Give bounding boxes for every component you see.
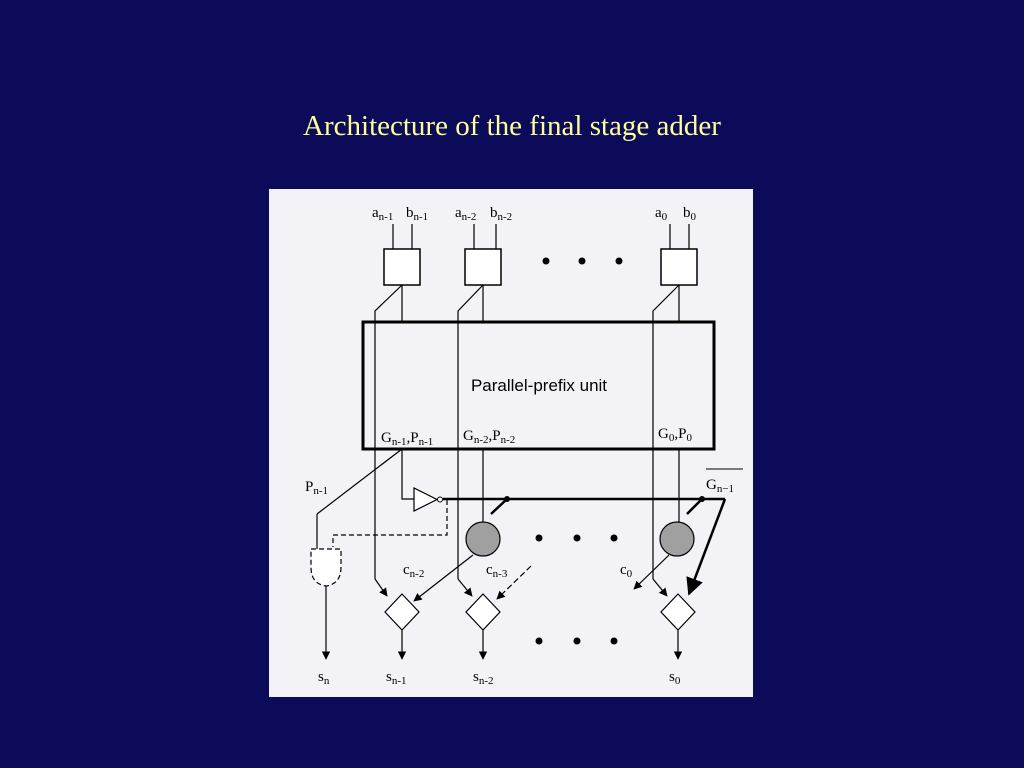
preprocess-wires [374, 284, 680, 579]
sum-cell-n-1 [384, 593, 420, 631]
inverter-gate [413, 487, 439, 512]
p-n-1-label: Pn-1 [305, 479, 328, 497]
carry-wires [374, 554, 670, 602]
preprocess-cell-0 [660, 248, 698, 286]
preprocess-cell-n-2 [464, 248, 502, 286]
input-label-b-n-1: bn-1 [406, 205, 428, 223]
prefix-output-wires [316, 448, 680, 549]
input-label-a-n-1: an-1 [372, 205, 393, 223]
g-bar-bus [443, 497, 727, 596]
input-label-a-n-2: an-2 [455, 205, 476, 223]
parallel-prefix-label: Parallel-prefix unit [471, 376, 607, 395]
gp-label-0: G0,P0 [658, 426, 692, 444]
sum-label-n-2: sn-2 [473, 669, 494, 687]
g-bar-label: Gn−1 [706, 477, 734, 495]
input-label-b-n-2: bn-2 [490, 205, 512, 223]
gp-label-n-2: Gn-2,Pn-2 [463, 428, 515, 446]
input-label-a-0: a0 [655, 205, 668, 223]
sum-label-0: s0 [669, 669, 681, 687]
adder-diagram: an-1 bn-1 an-2 bn-2 a0 b0 Parallel-prefi… [269, 189, 753, 697]
carry-label-n-3: cn-3 [486, 562, 508, 580]
gp-label-n-1: Gn-1,Pn-1 [381, 430, 433, 448]
ellipsis-bottom [535, 637, 618, 645]
sum-label-n-1: sn-1 [386, 669, 407, 687]
slide-title: Architecture of the final stage adder [303, 110, 721, 142]
junction-dot-1 [504, 496, 510, 502]
inverter-bubble [437, 496, 443, 503]
adder-diagram-svg: an-1 bn-1 an-2 bn-2 a0 b0 Parallel-prefi… [305, 205, 743, 687]
sum-cell-0 [660, 593, 696, 631]
parallel-prefix-unit [361, 320, 716, 451]
junction-dot-2 [699, 496, 705, 502]
dashed-control-wire [332, 500, 448, 547]
ellipsis-top [542, 257, 623, 265]
carry-label-0: c0 [620, 562, 633, 580]
carry-label-n-2: cn-2 [403, 562, 424, 580]
preprocess-cell-n-1 [383, 248, 421, 286]
sum-label-n: sn [318, 669, 330, 687]
input-wires [392, 224, 690, 249]
ellipsis-middle [535, 534, 618, 542]
carry-cell-n-2 [465, 521, 501, 557]
carry-cell-0 [659, 521, 695, 557]
sum-output-wires [397, 630, 683, 660]
carry-out-gate [310, 548, 342, 587]
sum-cell-n-2 [465, 593, 501, 631]
input-label-b-0: b0 [683, 205, 697, 223]
